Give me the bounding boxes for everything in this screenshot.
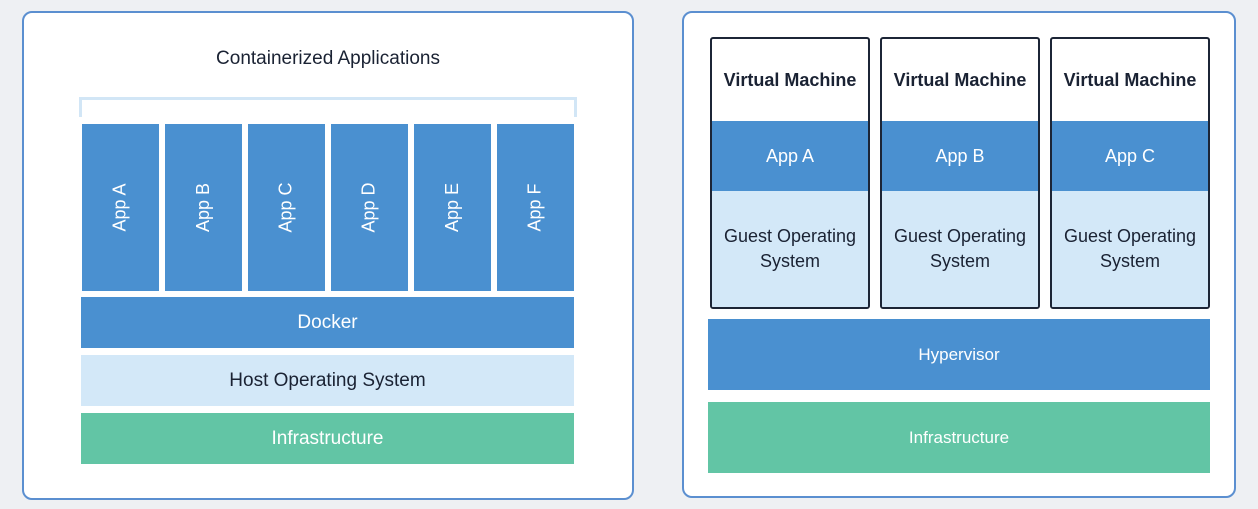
app-column-d: App D bbox=[331, 124, 408, 291]
app-label: App F bbox=[525, 183, 545, 232]
virtual-machine-3: Virtual Machine App C Guest Operating Sy… bbox=[1050, 37, 1210, 309]
app-column-a: App A bbox=[82, 124, 159, 291]
vm-guest-os: Guest Operating System bbox=[882, 191, 1038, 307]
app-label: App C bbox=[276, 182, 296, 233]
containerized-title: Containerized Applications bbox=[216, 48, 440, 69]
app-label: App E bbox=[441, 182, 462, 233]
vm-app: App C bbox=[1052, 121, 1208, 191]
docker-layer: Docker bbox=[81, 297, 574, 348]
vm-guest-os: Guest Operating System bbox=[1052, 191, 1208, 307]
vm-app: App B bbox=[882, 121, 1038, 191]
virtual-machine-1: Virtual Machine App A Guest Operating Sy… bbox=[710, 37, 870, 309]
app-column-e: App E bbox=[414, 124, 491, 291]
app-label: App D bbox=[359, 182, 379, 233]
infrastructure-layer-left: Infrastructure bbox=[81, 413, 574, 464]
infrastructure-layer-right: Infrastructure bbox=[708, 402, 1210, 473]
app-label: App B bbox=[192, 182, 213, 233]
vm-guest-os: Guest Operating System bbox=[712, 191, 868, 307]
vm-title: Virtual Machine bbox=[893, 69, 1027, 90]
app-column-f: App F bbox=[497, 124, 574, 291]
hypervisor-layer: Hypervisor bbox=[708, 319, 1210, 390]
virtual-machine-2: Virtual Machine App B Guest Operating Sy… bbox=[880, 37, 1040, 309]
host-os-layer: Host Operating System bbox=[81, 355, 574, 406]
vm-title: Virtual Machine bbox=[1063, 69, 1197, 90]
apps-bracket bbox=[79, 97, 577, 117]
app-column-c: App C bbox=[248, 124, 325, 291]
app-column-b: App B bbox=[165, 124, 242, 291]
vm-app: App A bbox=[712, 121, 868, 191]
app-label: App A bbox=[109, 183, 130, 232]
vm-title: Virtual Machine bbox=[723, 69, 857, 90]
